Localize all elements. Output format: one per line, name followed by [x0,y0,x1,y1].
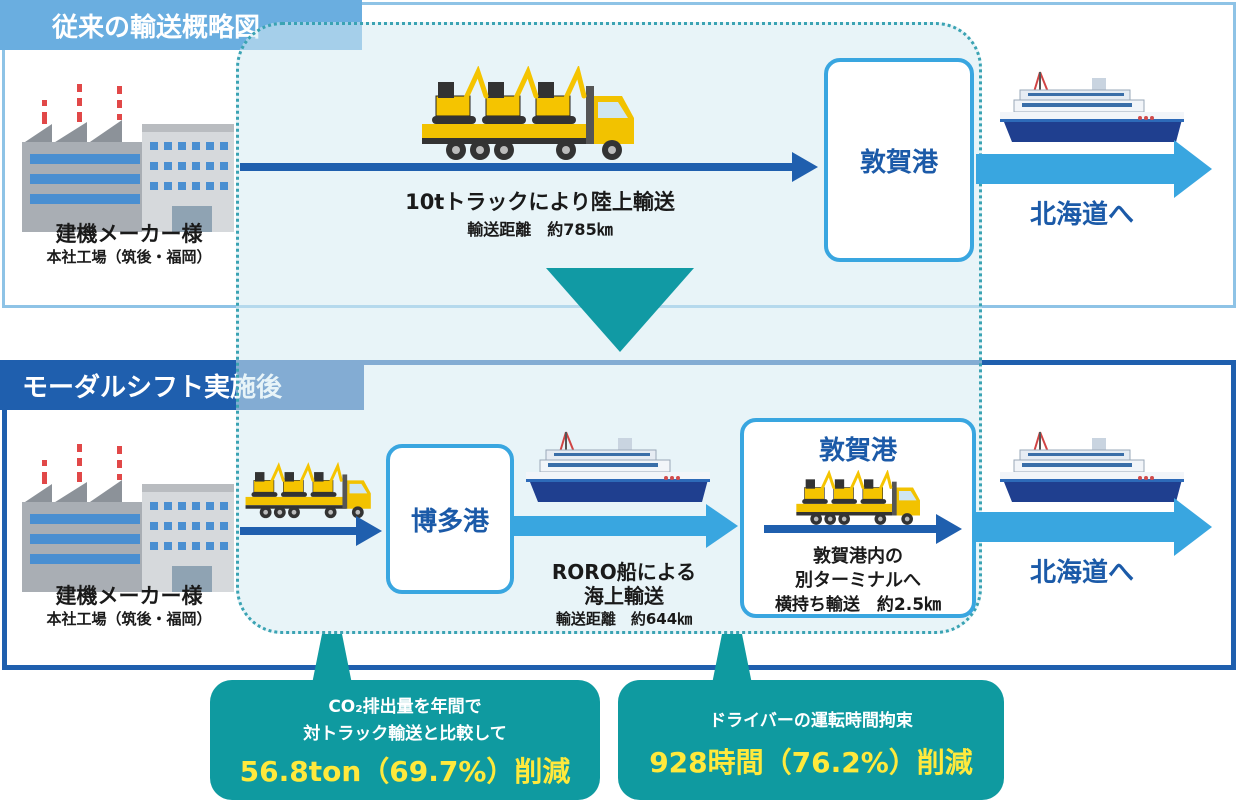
ferry-ship-icon [1000,431,1185,503]
maker-name: 建機メーカー様 [55,584,203,608]
truck-with-excavators-icon [244,464,372,520]
port-hakata: 博多港 [386,444,514,594]
road-arrow [240,152,818,182]
co2-value: 56.8ton（69.7%）削減 [239,755,571,788]
co2-line-1: CO₂排出量を年間で [328,697,482,717]
maker-name: 建機メーカー様 [55,222,203,246]
transfer-label-1: 敦賀港内の [813,546,903,567]
co2-line-2: 対トラック輸送と比較して [303,724,507,744]
destination-label: 北海道へ [1030,200,1135,230]
transfer-label-2: 別ターミナルへ [795,570,921,591]
road-route-distance: 輸送距離 約785㎞ [467,220,613,239]
factory-icon [22,84,234,232]
sea-route-label-1: RORO船による [551,560,697,584]
down-triangle-icon [546,268,694,352]
road-route-label: 10tトラックにより陸上輸送 [405,190,675,214]
callout-pointer [712,634,752,684]
to-hokkaido-arrow [976,140,1212,198]
sea-route-arrow [512,504,738,548]
factory-icon [22,444,234,592]
truck-with-excavators-icon [416,66,636,162]
driver-line-1: ドライバーの運転時間拘束 [709,711,913,731]
sea-route-label-2: 海上輸送 [584,584,664,608]
driver-value: 928時間（76.2%）削減 [649,746,973,779]
to-hokkaido-arrow [976,498,1212,556]
ferry-ship-icon [526,431,711,503]
driver-time-callout: ドライバーの運転時間拘束 928時間（76.2%）削減 [618,680,1004,800]
ferry-ship-icon [1000,71,1185,143]
destination-label: 北海道へ [1030,558,1135,588]
port-tsuruga-after-title: 敦賀港 [818,436,897,466]
road-arrow-short [240,516,382,546]
maker-location: 本社工場（筑後・福岡） [46,610,212,628]
before-title: 従来の輸送概略図 [0,0,362,50]
transfer-label-3: 横持ち輸送 約2.5㎞ [774,595,942,615]
port-tsuruga-before: 敦賀港 [824,58,974,262]
callout-pointer [312,634,352,684]
maker-location: 本社工場（筑後・福岡） [46,248,212,266]
sea-route-distance: 輸送距離 約644㎞ [555,610,693,628]
transfer-arrow [764,514,962,544]
co2-reduction-callout: CO₂排出量を年間で 対トラック輸送と比較して 56.8ton（69.7%）削減 [210,680,600,800]
